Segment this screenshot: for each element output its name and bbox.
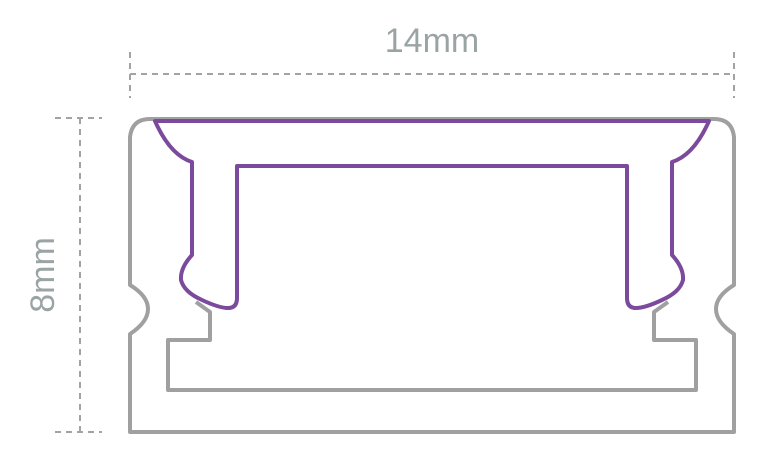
width-dimension: 14mm [129,22,735,98]
height-dimension: 8mm [24,117,102,433]
width-label: 14mm [385,22,479,60]
aluminium-profile-outline [128,117,736,434]
height-label: 8mm [24,237,62,313]
diffuser-outline [153,119,711,310]
